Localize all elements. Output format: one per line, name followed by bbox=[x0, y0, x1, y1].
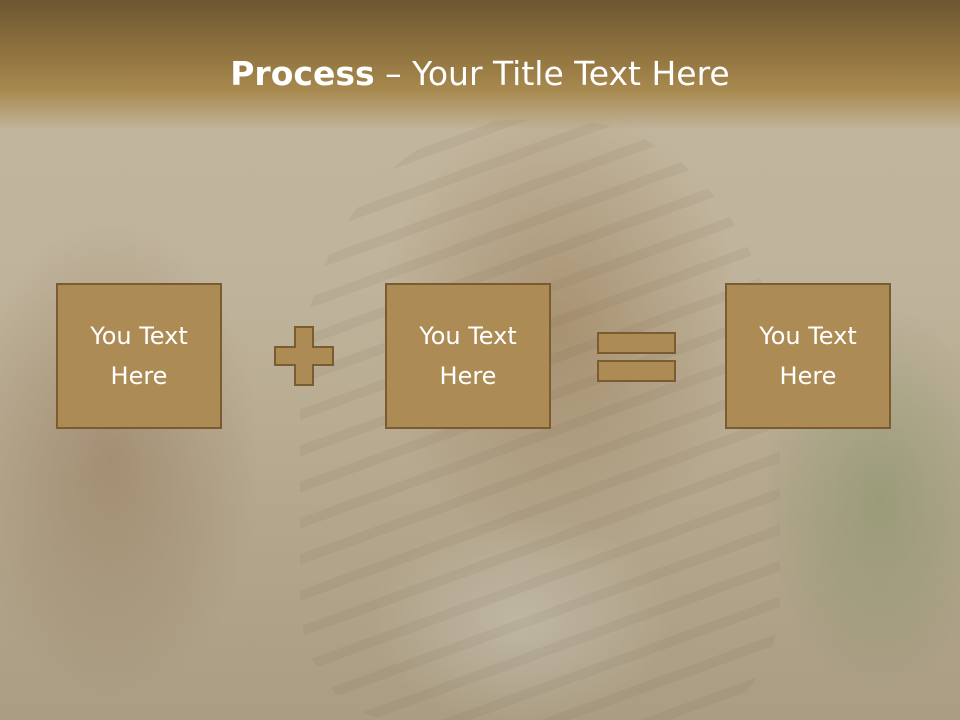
process-box-3[interactable]: You Text Here bbox=[725, 283, 891, 429]
box-2-line-2: Here bbox=[439, 362, 497, 390]
title-rest: – Your Title Text Here bbox=[374, 54, 730, 93]
box-2-line-1: You Text bbox=[419, 322, 517, 350]
slide-title[interactable]: Process – Your Title Text Here bbox=[0, 52, 960, 96]
title-bar bbox=[0, 0, 960, 130]
box-1-line-1: You Text bbox=[90, 322, 188, 350]
title-bold: Process bbox=[230, 54, 375, 93]
equals-icon[interactable] bbox=[596, 332, 678, 384]
box-3-line-2: Here bbox=[779, 362, 837, 390]
process-box-1[interactable]: You Text Here bbox=[56, 283, 222, 429]
box-1-line-2: Here bbox=[110, 362, 168, 390]
plus-icon[interactable] bbox=[273, 325, 335, 387]
process-box-2[interactable]: You Text Here bbox=[385, 283, 551, 429]
box-3-line-1: You Text bbox=[759, 322, 857, 350]
